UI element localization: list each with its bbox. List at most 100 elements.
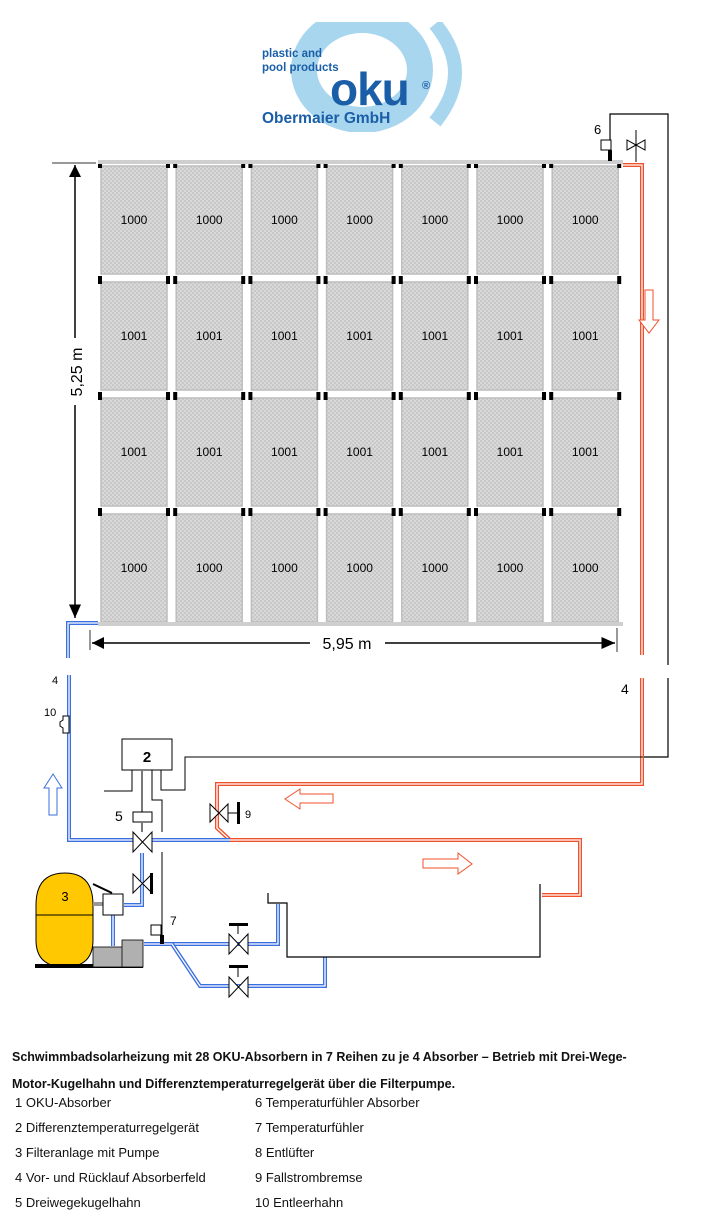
- absorber-panel-label: 1000: [346, 561, 373, 575]
- panel-connector: [474, 392, 478, 400]
- differential-controller: 2: [104, 738, 643, 939]
- logo-brand: oku: [330, 63, 410, 115]
- legend-item: 10 Entleerhahn: [255, 1195, 344, 1210]
- absorber-panel: 1001: [173, 276, 246, 391]
- absorber-panel-label: 1001: [271, 445, 298, 459]
- pool-valve-upper-icon: [228, 923, 249, 956]
- absorber-panel-label: 1001: [421, 445, 448, 459]
- panel-connector: [166, 276, 170, 284]
- callout-5: 5: [115, 808, 123, 824]
- absorber-panel: 1001: [98, 392, 170, 507]
- panel-connector: [248, 392, 253, 400]
- callout-10: 10: [44, 707, 56, 719]
- downflow-brake-icon: 9: [209, 802, 251, 824]
- figure-caption: Schwimmbadsolarheizung mit 28 OKU-Absorb…: [12, 1044, 702, 1098]
- legend-item: 3 Filteranlage mit Pumpe: [15, 1145, 160, 1160]
- panel-connector: [542, 276, 546, 284]
- panel-connector: [466, 392, 471, 400]
- filter-unit: 3: [35, 872, 143, 968]
- sensor-6-wire: [609, 113, 669, 758]
- cold-pipe-supply: [66, 621, 327, 988]
- absorber-panel-label: 1000: [497, 213, 524, 227]
- panel-connector: [391, 508, 396, 516]
- panel-connector: [617, 276, 622, 284]
- drain-valve-icon: 10: [44, 707, 70, 734]
- flow-left-arrow-icon: [284, 788, 334, 810]
- absorber-panel: 1001: [98, 276, 170, 391]
- collector-headers: [98, 160, 623, 626]
- panel-connector: [248, 508, 253, 516]
- shutoff-valve-icon: [132, 872, 153, 895]
- absorber-panel-label: 1000: [572, 561, 599, 575]
- absorber-panel-label: 1000: [121, 561, 148, 575]
- panel-connector: [391, 392, 396, 400]
- panel-connector: [323, 392, 328, 400]
- panel-connector: [474, 508, 478, 516]
- callout-2: 2: [143, 749, 151, 766]
- flow-right-arrow-icon: [422, 851, 473, 875]
- width-dimension: 5,95 m: [89, 628, 618, 653]
- absorber-panel: 1000: [398, 160, 471, 275]
- panel-connector: [617, 392, 622, 400]
- logo-tagline-1: plastic and: [262, 48, 323, 60]
- panel-connector: [98, 392, 102, 400]
- absorber-panel: 1001: [549, 276, 622, 391]
- panel-connector: [398, 508, 403, 516]
- absorber-panel: 1001: [248, 276, 321, 391]
- temperature-sensor-icon: 7: [150, 914, 177, 944]
- absorber-panel-label: 1001: [572, 445, 599, 459]
- absorber-panel-label: 1000: [421, 561, 448, 575]
- pool-valve-lower-icon: [228, 965, 249, 999]
- legend-item: 7 Temperaturfühler: [255, 1120, 364, 1135]
- absorber-panel-label: 1000: [572, 213, 599, 227]
- callout-9: 9: [245, 809, 251, 821]
- absorber-panel-label: 1001: [497, 329, 524, 343]
- width-label: 5,95 m: [323, 636, 372, 653]
- logo-registered: ®: [422, 80, 431, 92]
- panel-connector: [549, 276, 554, 284]
- absorber-panel-label: 1001: [346, 445, 373, 459]
- callout-6: 6: [594, 122, 601, 137]
- absorber-panel: 1000: [98, 160, 170, 275]
- panel-connector: [323, 508, 328, 516]
- absorber-panel: 1001: [248, 392, 321, 507]
- callout-4-left: 4: [52, 675, 58, 687]
- legend-item: 6 Temperaturfühler Absorber: [255, 1095, 420, 1110]
- absorber-panel: 1000: [474, 508, 546, 623]
- logo-swoosh-icon: [291, 22, 462, 132]
- absorber-panel-label: 1001: [196, 445, 223, 459]
- absorber-panel-label: 1001: [497, 445, 524, 459]
- temperature-sensor-absorber-icon: 6: [594, 122, 612, 161]
- panel-connector: [173, 276, 178, 284]
- absorber-panel: 1000: [248, 508, 321, 623]
- flow-down-arrow-icon: [637, 289, 661, 334]
- callout-3: 3: [61, 889, 68, 904]
- pump-icon: [92, 939, 144, 968]
- logo-tagline-2: pool products: [262, 62, 339, 74]
- panel-connector: [466, 508, 471, 516]
- absorber-panel: 1000: [98, 508, 170, 623]
- caption-line-1: Schwimmbadsolarheizung mit 28 OKU-Absorb…: [12, 1050, 627, 1064]
- absorber-panel: 1000: [323, 508, 396, 623]
- panel-connector: [549, 392, 554, 400]
- panel-connector: [241, 508, 246, 516]
- panel-connector: [391, 276, 396, 284]
- absorber-panel: 1000: [549, 508, 622, 623]
- logo-company: Obermaier GmbH: [262, 110, 391, 127]
- panel-connector: [549, 508, 554, 516]
- flow-up-arrow-icon: [43, 773, 63, 816]
- panel-connector: [248, 276, 253, 284]
- legend-item: 1 OKU-Absorber: [15, 1095, 112, 1110]
- three-way-valve-icon: 5: [115, 808, 153, 854]
- absorber-panel: 1001: [323, 392, 396, 507]
- panel-connector: [173, 508, 178, 516]
- pool-outline: [267, 884, 541, 958]
- legend-item: 5 Dreiwegekugelhahn: [15, 1195, 141, 1210]
- air-vent-icon: [626, 130, 646, 162]
- absorber-panel: 1000: [173, 160, 246, 275]
- panel-connector: [241, 276, 246, 284]
- absorber-panel: 1001: [173, 392, 246, 507]
- panel-connector: [617, 508, 622, 516]
